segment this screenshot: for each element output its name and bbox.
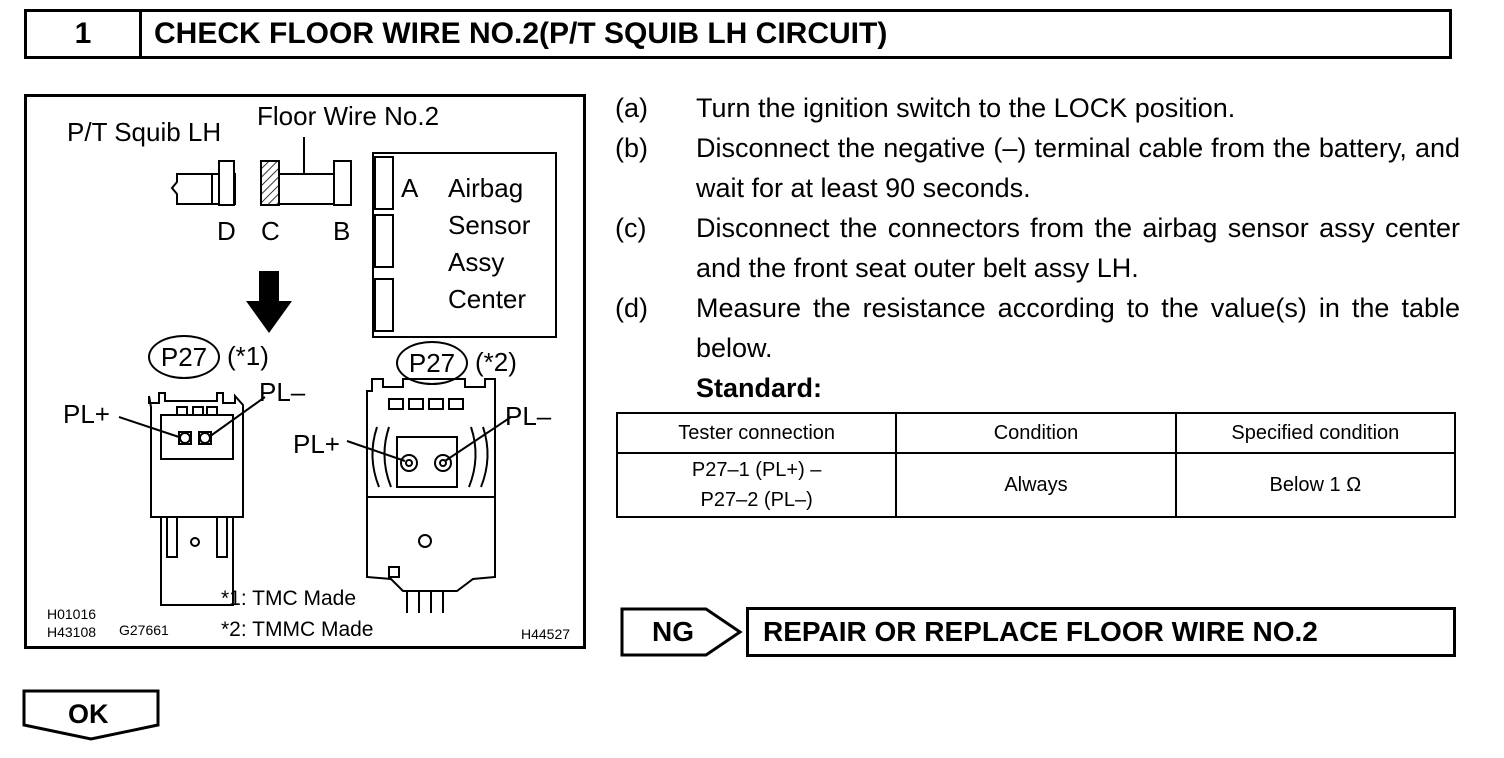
label-b: B xyxy=(333,216,351,246)
step-label: (c) xyxy=(615,213,647,243)
hatched-connector-c xyxy=(260,160,280,206)
label-c: C xyxy=(261,216,280,246)
step-a: (a) Turn the ignition switch to the LOCK… xyxy=(615,88,1460,128)
step-label: (a) xyxy=(615,93,648,123)
connection-line-1: P27–1 (PL+) – xyxy=(691,459,822,481)
connector-p27-tmmc xyxy=(346,378,512,613)
step-d: (d) Measure the resistance according to … xyxy=(615,288,1460,368)
step-title: CHECK FLOOR WIRE NO.2(P/T SQUIB LH CIRCU… xyxy=(154,17,888,50)
cell-condition: Always xyxy=(895,452,1177,518)
step-label: (b) xyxy=(615,133,648,163)
label-floor-wire: Floor Wire No.2 xyxy=(257,101,440,131)
connector-diagram-drawing xyxy=(118,137,557,613)
ok-arrow-shape xyxy=(22,689,160,741)
down-arrow-icon xyxy=(246,271,292,333)
step-text: Turn the ignition switch to the LOCK pos… xyxy=(696,93,1236,123)
label-a: A xyxy=(401,173,419,203)
label-pl-minus-tmc: PL– xyxy=(259,377,306,407)
label-sensor: Sensor xyxy=(448,210,531,240)
figure-code-h01016: H01016 xyxy=(47,606,97,622)
airbag-sensor-box xyxy=(372,152,557,338)
floor-wire-body xyxy=(278,173,335,205)
resistance-spec-table: Tester connection Condition Specified co… xyxy=(615,412,1457,518)
sensor-socket-2 xyxy=(374,214,394,268)
label-assy: Assy xyxy=(448,247,505,277)
label-pl-minus-tmmc: PL– xyxy=(505,401,552,431)
label-pt-squib: P/T Squib LH xyxy=(67,117,222,147)
label-center: Center xyxy=(448,284,527,314)
ng-action-box: REPAIR OR REPLACE FLOOR WIRE NO.2 xyxy=(746,607,1456,657)
sensor-socket-3 xyxy=(374,278,394,332)
label-d: D xyxy=(217,216,236,246)
figure-code-h44527: H44527 xyxy=(521,626,571,642)
label-airbag: Airbag xyxy=(448,173,524,203)
note1-ref: (*1) xyxy=(227,341,269,371)
sensor-socket-a xyxy=(374,156,394,210)
connector-b-shape xyxy=(333,160,352,206)
connection-line-2: P27–2 (PL–) xyxy=(700,489,813,511)
step-text: Measure the resistance according to the … xyxy=(696,293,1460,363)
step-c: (c) Disconnect the connectors from the a… xyxy=(615,208,1460,288)
p27-tmmc-ellipse: P27 xyxy=(396,341,468,385)
cell-tester-connection: P27–1 (PL+) – P27–2 (PL–) xyxy=(615,452,898,518)
ng-label: NG xyxy=(652,616,694,647)
note2-ref: (*2) xyxy=(475,347,517,377)
table-header-row: Tester connection Condition Specified co… xyxy=(615,412,1457,454)
figure-code-g27661: G27661 xyxy=(119,622,169,638)
connector-diagram: P/T Squib LH Floor Wire No.2 D C B A Air… xyxy=(24,94,586,649)
step-text: Disconnect the connectors from the airba… xyxy=(696,213,1460,283)
standard-label: Standard: xyxy=(696,373,823,403)
cell-specified-condition: Below 1 Ω xyxy=(1174,452,1457,518)
figure-code-h43108: H43108 xyxy=(47,624,97,640)
step-label: (d) xyxy=(615,293,648,323)
step-text: Disconnect the negative (–) terminal cab… xyxy=(696,133,1460,203)
ng-arrow-shape xyxy=(620,607,743,657)
note-tmc-made: *1: TMC Made xyxy=(221,587,356,610)
header-specified-condition: Specified condition xyxy=(1174,412,1457,454)
label-pl-plus-tmc: PL+ xyxy=(63,399,110,429)
note-tmmc-made: *2: TMMC Made xyxy=(221,618,374,641)
header-condition: Condition xyxy=(895,412,1177,454)
step-b: (b) Disconnect the negative (–) terminal… xyxy=(615,128,1460,208)
procedure-steps: (a) Turn the ignition switch to the LOCK… xyxy=(615,88,1460,408)
ok-label: OK xyxy=(68,699,109,729)
p27-tmc-ellipse: P27 xyxy=(148,335,220,379)
label-pl-plus-tmmc: PL+ xyxy=(293,429,340,459)
connector-p27-tmc xyxy=(118,392,266,606)
step-header: 1 CHECK FLOOR WIRE NO.2(P/T SQUIB LH CIR… xyxy=(24,9,1452,59)
step-number: 1 xyxy=(27,12,142,56)
table-row: P27–1 (PL+) – P27–2 (PL–) Always Below 1… xyxy=(615,452,1457,518)
header-tester-connection: Tester connection xyxy=(615,412,898,454)
pt-squib-connector-shape xyxy=(170,160,236,206)
